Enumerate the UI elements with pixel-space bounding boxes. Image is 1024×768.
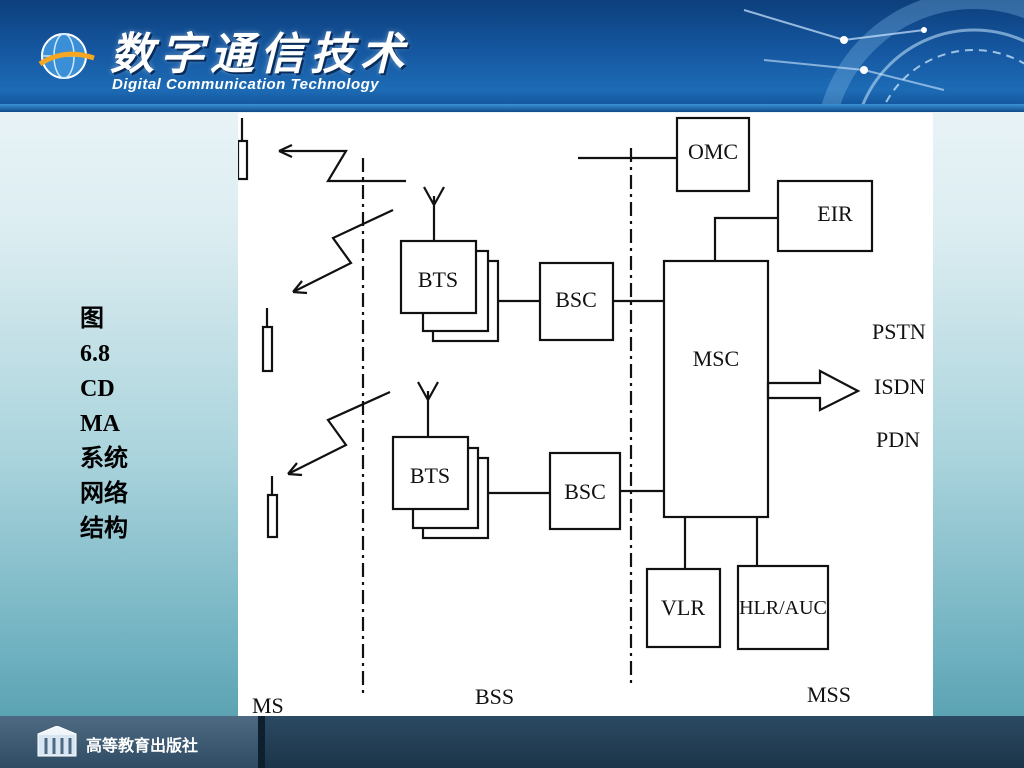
circuit-art	[743, 0, 1024, 112]
title-chinese: 数字通信技术	[110, 29, 410, 80]
mobile-station-1	[238, 139, 249, 181]
footer-bar: 高等教育出版社	[0, 716, 1024, 768]
bsc-1-label: BSC	[555, 287, 597, 312]
mobile-station-2	[261, 325, 274, 373]
antenna-2-icon	[417, 381, 439, 436]
omc-label: OMC	[688, 139, 738, 164]
bts-2-box	[391, 435, 470, 511]
section-label-ms: MS	[252, 693, 284, 716]
caption-line: 图	[80, 306, 104, 332]
network-label-pdn: PDN	[876, 427, 920, 452]
publisher-logo-icon	[37, 726, 77, 757]
caption-line: 网络	[80, 481, 128, 507]
msc-box	[662, 259, 770, 519]
section-label-bss: BSS	[475, 684, 514, 709]
vlr-label: VLR	[661, 595, 705, 620]
mobile-station-3	[266, 493, 279, 539]
footer-publisher-area: 高等教育出版社	[0, 716, 258, 768]
network-label-isdn: ISDN	[874, 374, 925, 399]
figure-caption: 图 6.8 CD MA 系统 网络 结构	[80, 302, 128, 547]
omc-box	[675, 116, 751, 193]
header-banner: 数字通信技术 Digital Communication Technology	[0, 0, 1024, 112]
caption-line: 6.8	[80, 341, 110, 367]
section-label-mss: MSS	[807, 682, 851, 707]
radio-link-3	[289, 390, 391, 474]
bts-1-label: BTS	[418, 267, 458, 292]
publisher-name: 高等教育出版社	[86, 736, 199, 755]
header-stripe	[0, 104, 1024, 112]
msc-label: MSC	[693, 346, 739, 371]
network-output-arrow	[766, 369, 861, 412]
bts-1-box	[399, 239, 478, 315]
eir-label: EIR	[817, 201, 853, 226]
diagram-canvas: BTS BTS BSC BSC OMC EIR MSC VLR HLR/AUC …	[238, 116, 926, 716]
bts-2-label: BTS	[410, 463, 450, 488]
network-diagram: BTS BTS BSC BSC OMC EIR MSC VLR HLR/AUC …	[238, 113, 933, 716]
caption-line: CD	[80, 376, 115, 402]
antenna-1-icon	[423, 186, 445, 241]
title-english: Digital Communication Technology	[112, 76, 380, 93]
bsc-2-label: BSC	[564, 479, 606, 504]
radio-link-2	[294, 209, 394, 292]
caption-line: 结构	[80, 516, 128, 542]
footer-divider	[258, 716, 265, 768]
hlr-auc-box	[736, 564, 830, 651]
network-label-pstn: PSTN	[872, 319, 926, 344]
caption-line: 系统	[80, 446, 128, 472]
eir-box	[776, 179, 874, 253]
globe-logo-icon	[38, 33, 95, 79]
vlr-box	[645, 567, 722, 649]
radio-link-1	[280, 149, 406, 183]
caption-line: MA	[80, 411, 120, 437]
hlr-auc-label: HLR/AUC	[739, 597, 827, 619]
